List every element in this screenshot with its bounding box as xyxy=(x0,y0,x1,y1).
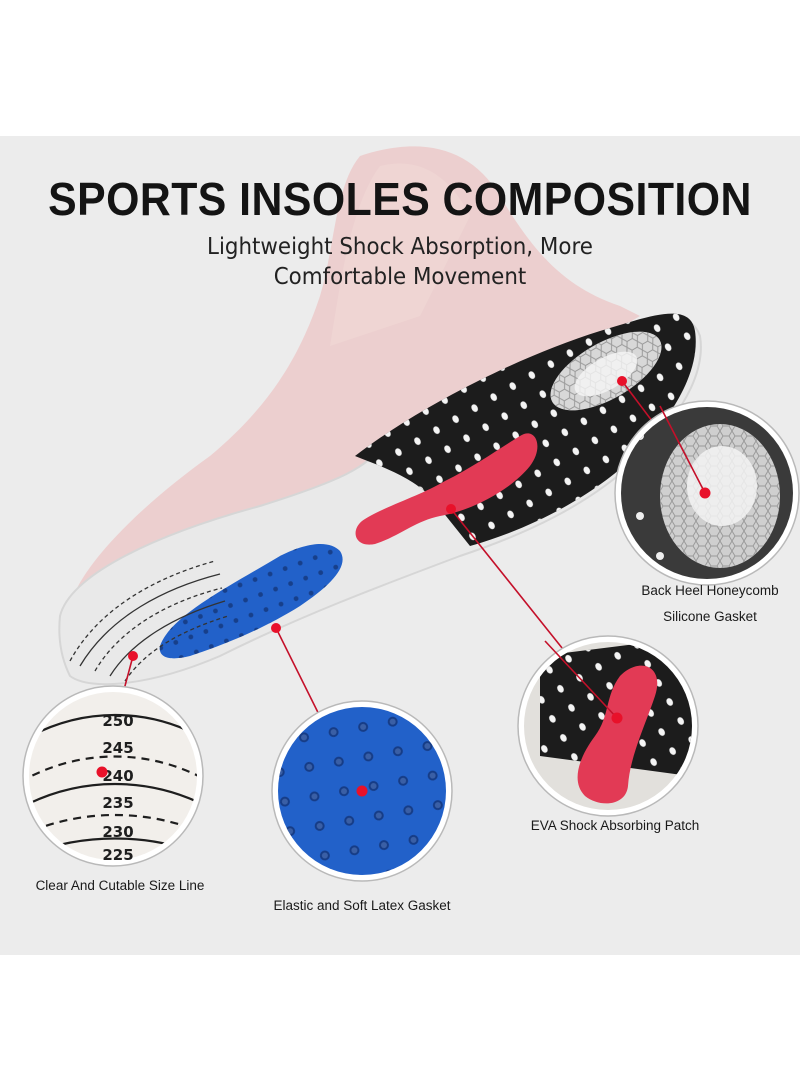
size-mark: 240 xyxy=(102,767,133,785)
eva-patch xyxy=(355,433,538,545)
callout-label-latex: Elastic and Soft Latex Gasket xyxy=(273,898,451,913)
size-mark: 225 xyxy=(102,846,133,864)
callout-eva-circle xyxy=(517,635,699,817)
callout-label-heel: Back Heel Honeycomb Silicone Gasket xyxy=(641,583,779,624)
size-mark: 245 xyxy=(102,739,133,757)
callout-size-circle: 250 245 240 235 230 225 xyxy=(22,685,204,867)
size-mark: 230 xyxy=(102,823,133,841)
callout-heel-circle xyxy=(614,400,800,586)
toe-size-lines xyxy=(69,560,229,682)
page-title: SPORTS INSOLES COMPOSITION xyxy=(48,173,752,225)
foot-shape xyxy=(70,146,640,607)
size-mark: 235 xyxy=(102,794,133,812)
callout-label-size: Clear And Cutable Size Line xyxy=(35,878,205,893)
callout-latex-circle xyxy=(271,700,453,882)
size-mark: 250 xyxy=(102,712,133,730)
page-subtitle: Lightweight Shock Absorption, More Comfo… xyxy=(207,234,593,290)
callout-label-eva: EVA Shock Absorbing Patch xyxy=(530,818,700,833)
insole-illustration: 250 245 240 235 230 225 xyxy=(22,146,800,882)
product-panel: SPORTS INSOLES COMPOSITION Lightweight S… xyxy=(0,136,800,955)
